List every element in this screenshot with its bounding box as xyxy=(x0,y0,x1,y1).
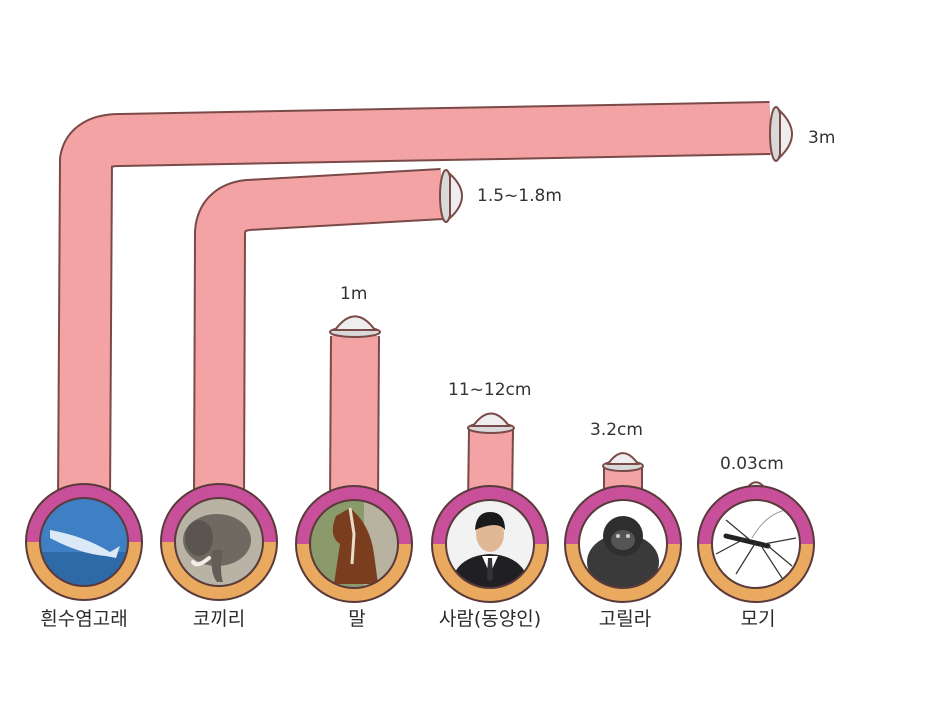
tube-body-1 xyxy=(195,170,444,503)
ring-inner-4 xyxy=(578,499,668,589)
ring-inner-3 xyxy=(445,499,535,589)
tube-tip-1 xyxy=(449,171,463,221)
ring-person xyxy=(431,485,549,603)
mosquito-body xyxy=(723,533,771,549)
tube-tip-4 xyxy=(606,452,640,465)
picture-horse xyxy=(310,500,398,588)
ring-inner-0 xyxy=(39,497,129,587)
elephant-tusk xyxy=(191,556,211,567)
tubes-layer xyxy=(57,101,793,506)
picture-person xyxy=(446,500,534,588)
size-whale: 3m xyxy=(808,128,836,148)
gorilla-face xyxy=(611,530,635,550)
mosquito-wing xyxy=(751,509,787,539)
gorilla-eye-r xyxy=(626,534,630,538)
tube-body-2 xyxy=(331,335,378,505)
ring-mosquito xyxy=(697,485,815,603)
ring-inner-2 xyxy=(309,499,399,589)
label-elephant: 코끼리 xyxy=(192,608,246,630)
whale-body xyxy=(50,530,120,558)
horse-blaze xyxy=(348,507,356,565)
label-whale: 흰수염고래 xyxy=(40,608,128,630)
tube-body-0 xyxy=(59,103,771,503)
tube-tip-2 xyxy=(333,315,377,331)
rings-layer xyxy=(25,483,815,603)
elephant-ear xyxy=(185,520,213,556)
gorilla-body xyxy=(587,534,659,588)
tube-tip-3 xyxy=(471,412,511,427)
ring-inner-5 xyxy=(711,499,801,589)
size-mosquito: 0.03cm xyxy=(720,454,784,474)
horse-head xyxy=(332,508,378,584)
person-tie xyxy=(487,558,493,582)
ring-whale xyxy=(25,483,143,601)
size-elephant: 1.5~1.8m xyxy=(477,186,562,206)
size-person: 11~12cm xyxy=(448,380,532,400)
label-mosquito: 모기 xyxy=(740,608,776,630)
ring-horse xyxy=(295,485,413,603)
mosquito-legs xyxy=(715,519,797,579)
picture-gorilla xyxy=(579,500,667,588)
size-gorilla: 3.2cm xyxy=(590,420,643,440)
picture-whale xyxy=(40,498,128,586)
ring-elephant xyxy=(160,483,278,601)
person-hair xyxy=(475,512,505,530)
label-person: 사람(동양인) xyxy=(438,608,542,630)
tube-tip-0 xyxy=(779,108,793,160)
gorilla-eye-l xyxy=(616,534,620,538)
label-gorilla: 고릴라 xyxy=(598,608,652,630)
ring-inner-1 xyxy=(174,497,264,587)
size-horse: 1m xyxy=(340,284,368,304)
label-horse: 말 xyxy=(348,608,366,630)
elephant-trunk xyxy=(211,550,223,582)
picture-mosquito xyxy=(712,500,800,588)
picture-elephant xyxy=(175,498,263,586)
ring-gorilla xyxy=(564,485,682,603)
